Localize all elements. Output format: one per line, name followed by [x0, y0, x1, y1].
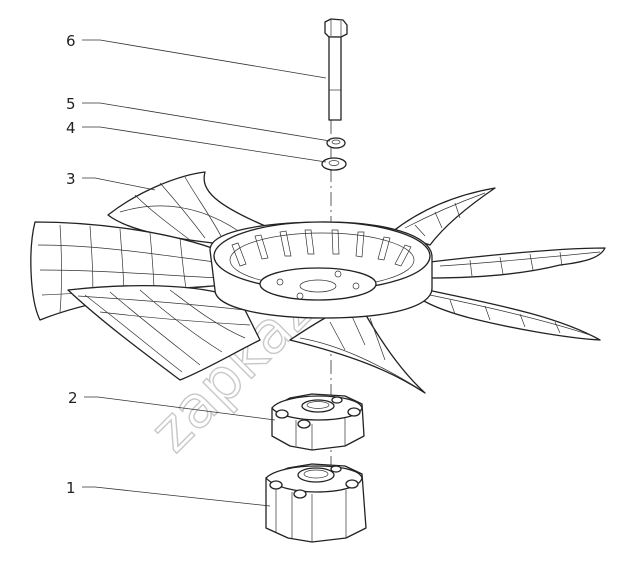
- fan-hub-inner-disc: [259, 267, 377, 301]
- callout-6: 6: [66, 32, 76, 50]
- fan-hub-slots: [231, 229, 412, 267]
- bolt-part-6: [324, 18, 348, 121]
- callout-3: 3: [66, 170, 76, 188]
- callout-1: 1: [66, 479, 76, 497]
- leader-5: [82, 102, 331, 142]
- hub-part-1: [265, 463, 367, 543]
- callout-5: 5: [66, 95, 76, 113]
- fan-blade-right-upper: [391, 187, 496, 246]
- leader-4: [82, 126, 327, 163]
- fan-part-3: [30, 171, 606, 394]
- spring-washer-part-5: [326, 137, 346, 149]
- fan-blade-lower-left: [67, 285, 261, 381]
- leader-1: [82, 486, 271, 507]
- leader-3: [82, 177, 156, 191]
- flat-washer-part-4: [321, 157, 347, 171]
- spacer-part-2: [271, 393, 365, 451]
- leader-6: [82, 39, 327, 79]
- callout-2: 2: [68, 389, 78, 407]
- leader-2: [84, 396, 276, 421]
- callout-4: 4: [66, 119, 76, 137]
- fan-blade-right: [429, 247, 606, 279]
- fan-blade-lower-right: [404, 284, 601, 341]
